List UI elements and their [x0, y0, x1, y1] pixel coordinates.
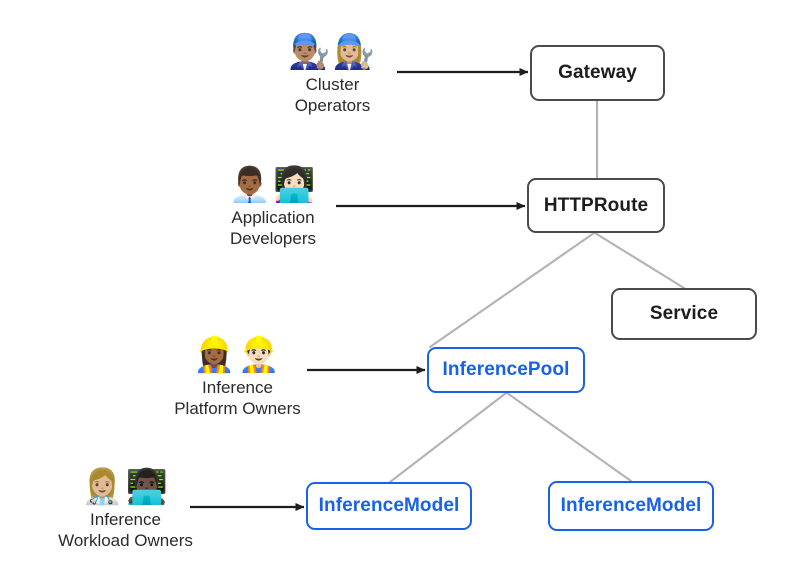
actor-cluster-operators: 👨🏽‍🔧👩🏼‍🔧 Cluster Operators: [280, 32, 385, 116]
actor-inference-platform-owners: 👷🏾‍♀️👷🏻‍♂️ Inference Platform Owners: [165, 335, 310, 419]
node-httproute[interactable]: HTTPRoute: [527, 178, 665, 233]
actor-application-developers: 👨🏾‍💼👩🏻‍💻 Application Developers: [218, 165, 328, 249]
inference-workload-owners-icon: 👩🏼‍⚕️👨🏿‍💻: [81, 468, 170, 506]
edge-httproute-service: [593, 231, 686, 290]
node-inferencepool-label: InferencePool: [442, 359, 570, 380]
actor-application-developers-label: Application Developers: [230, 208, 316, 248]
edge-inferencepool-model-right: [505, 391, 633, 483]
actor-cluster-operators-label: Cluster Operators: [294, 75, 371, 115]
inference-platform-owners-icon: 👷🏾‍♀️👷🏻‍♂️: [193, 336, 282, 374]
actor-inference-workload-owners-label: Inference Workload Owners: [58, 510, 193, 550]
edge-httproute-inferencepool: [428, 231, 596, 349]
node-gateway[interactable]: Gateway: [530, 45, 665, 101]
node-gateway-label: Gateway: [558, 62, 637, 83]
cluster-operators-icon: 👨🏽‍🔧👩🏼‍🔧: [288, 33, 377, 71]
node-service-label: Service: [649, 303, 719, 324]
actor-inference-workload-owners: 👩🏼‍⚕️👨🏿‍💻 Inference Workload Owners: [48, 467, 203, 551]
node-service[interactable]: Service: [611, 288, 757, 340]
actor-inference-platform-owners-label: Inference Platform Owners: [174, 378, 301, 418]
node-inferencemodel-right-label: InferenceModel: [560, 495, 702, 516]
node-httproute-label: HTTPRoute: [543, 194, 649, 216]
node-inferencemodel-left[interactable]: InferenceModel: [306, 482, 472, 530]
application-developers-icon: 👨🏾‍💼👩🏻‍💻: [228, 166, 318, 204]
node-inferencemodel-left-label: InferenceModel: [318, 495, 460, 516]
node-inferencepool[interactable]: InferencePool: [427, 347, 585, 393]
edge-inferencepool-model-left: [388, 391, 508, 484]
node-inferencemodel-right[interactable]: InferenceModel: [548, 481, 714, 531]
